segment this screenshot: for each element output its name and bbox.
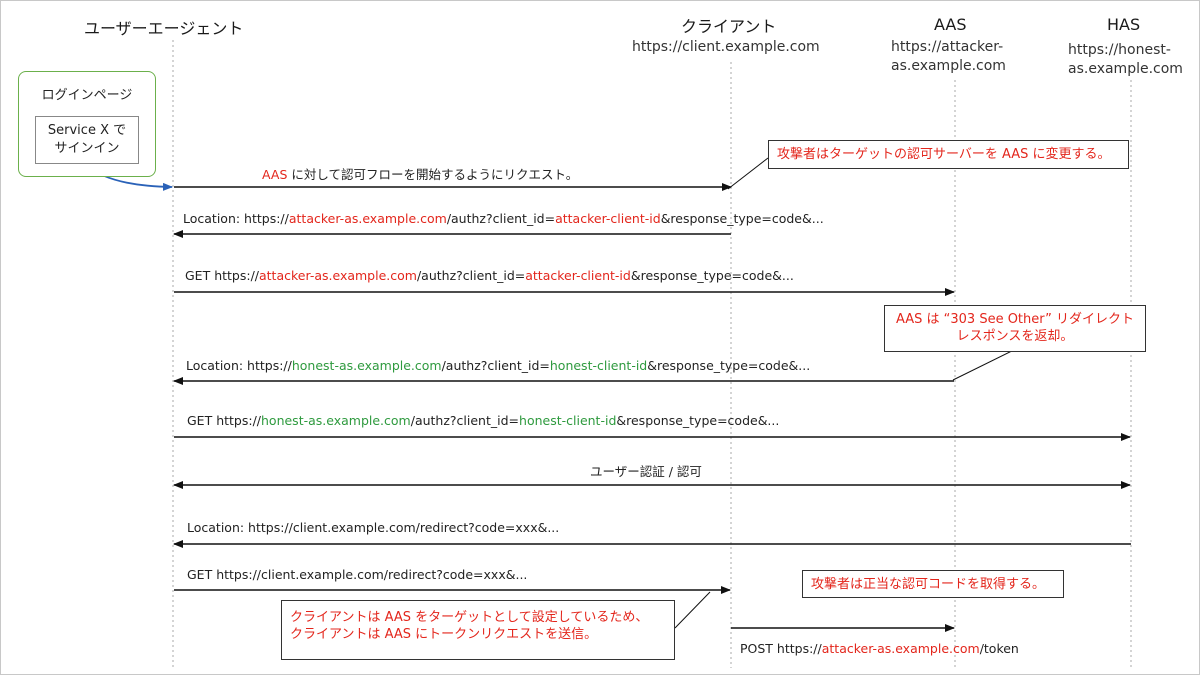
service-x-signin-button[interactable]: Service X で サインイン bbox=[35, 116, 139, 164]
signin-button-line2: サインイン bbox=[54, 141, 120, 156]
login-page-box: ログインページ Service X で サインイン bbox=[18, 71, 156, 177]
actor-has-name: HAS bbox=[1107, 15, 1141, 34]
signin-button-line1: Service X で bbox=[47, 123, 127, 138]
message-m8-label: GET https://client.example.com/redirect?… bbox=[187, 567, 528, 582]
note-303-line2: レスポンスを返却。 bbox=[956, 329, 1074, 344]
note-change-authz-server: 攻撃者はターゲットの認可サーバーを AAS に変更する。 bbox=[768, 140, 1129, 169]
message-m9-label: POST https://attacker-as.example.com/tok… bbox=[740, 641, 1019, 656]
message-m5-label: GET https://honest-as.example.com/authz?… bbox=[187, 413, 780, 428]
actor-aas-url-line1: https://attacker- bbox=[891, 39, 1004, 55]
message-m2-label: Location: https://attacker-as.example.co… bbox=[183, 211, 824, 226]
note1-pointer bbox=[727, 157, 769, 190]
message-m4-label: Location: https://honest-as.example.com/… bbox=[186, 358, 811, 373]
actor-has-url-line1: https://honest- bbox=[1068, 42, 1171, 58]
message-m1-label: AAS に対して認可フローを開始するようにリクエスト。 bbox=[262, 167, 579, 182]
actor-client-name: クライアント bbox=[681, 17, 777, 36]
note-token-line2: クライアントは AAS にトークンリクエストを送信。 bbox=[290, 627, 598, 642]
message-m7-label: Location: https://client.example.com/red… bbox=[187, 520, 560, 535]
actor-user-agent: ユーザーエージェント bbox=[84, 19, 244, 38]
login-page-title: ログインページ bbox=[41, 88, 133, 103]
note-token-line1: クライアントは AAS をターゲットとして設定しているため、 bbox=[290, 610, 649, 625]
note4-pointer bbox=[674, 591, 711, 629]
note-303-line1: AAS は “303 See Other” リダイレクト bbox=[895, 312, 1135, 327]
actor-client-url: https://client.example.com bbox=[632, 39, 820, 55]
actor-aas-url-line2: as.example.com bbox=[891, 58, 1006, 74]
actor-has-url-line2: as.example.com bbox=[1068, 61, 1183, 77]
actor-aas-name: AAS bbox=[934, 15, 967, 34]
message-m6-label: ユーザー認証 / 認可 bbox=[590, 464, 702, 479]
note2-pointer bbox=[952, 347, 1019, 381]
note-303-redirect: AAS は “303 See Other” リダイレクト レスポンスを返却。 bbox=[884, 305, 1146, 352]
note-get-auth-code: 攻撃者は正当な認可コードを取得する。 bbox=[802, 570, 1064, 598]
message-m3-label: GET https://attacker-as.example.com/auth… bbox=[185, 268, 794, 283]
note-token-request: クライアントは AAS をターゲットとして設定しているため、 クライアントは A… bbox=[281, 600, 675, 660]
